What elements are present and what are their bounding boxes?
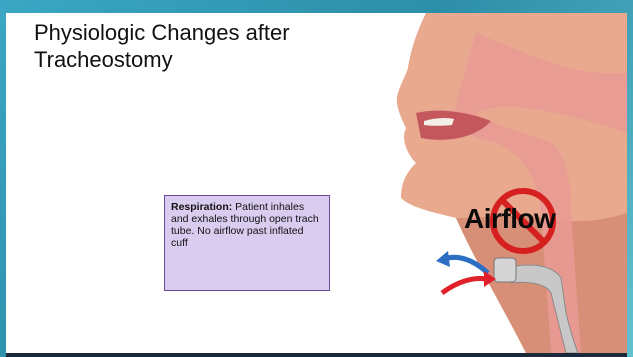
inhale-arrow [442, 279, 486, 293]
callout-heading: Respiration: [171, 201, 232, 213]
bottom-bar [6, 353, 627, 357]
airflow-label: Airflow [464, 203, 555, 235]
title-line-2: Tracheostomy [34, 46, 374, 73]
respiration-callout: Respiration: Patient inhales and exhales… [164, 195, 330, 291]
slide: Physiologic Changes after Tracheostomy A… [6, 13, 627, 353]
slide-title: Physiologic Changes after Tracheostomy [34, 19, 374, 73]
title-line-1: Physiologic Changes after [34, 19, 374, 46]
